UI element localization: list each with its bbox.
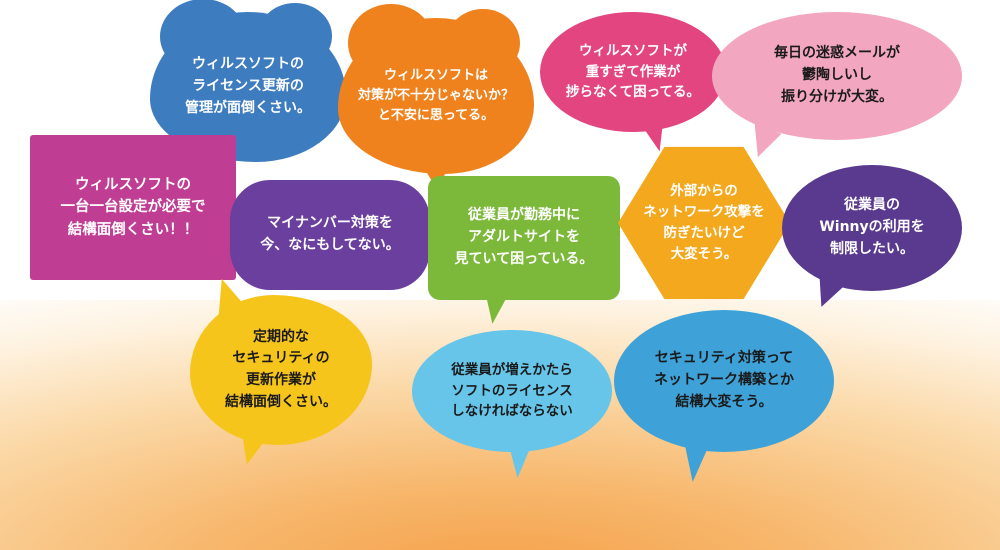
bubble-text: ウィルスソフトの ライセンス更新の 管理が面倒くさい。	[185, 56, 311, 116]
bubble-virus-insufficient-doubt: ウィルスソフトは 対策が不十分じゃないか？ と不安に思ってる。	[338, 3, 534, 174]
bubble-text: 外部からの ネットワーク攻撃を 防ぎたいけど 大変そう。	[643, 183, 765, 262]
bubble-network-build-hard: セキュリティ対策って ネットワーク構築とか 結構大変そう。	[614, 310, 834, 452]
bubble-spam-mail-sorting: 毎日の迷惑メールが 鬱陶しいし 振り分けが大変。	[712, 12, 962, 140]
bubble-adult-site-at-work: 従業員が勤務中に アダルトサイトを 見ていて困っている。	[428, 176, 620, 300]
bubble-text: 従業員の Winnyの利用を 制限したい。	[819, 197, 925, 257]
bubble-text: 従業員が勤務中に アダルトサイトを 見ていて困っている。	[454, 207, 594, 267]
bubble-periodic-security-update: 定期的な セキュリティの 更新作業が 結構面倒くさい。	[190, 295, 372, 445]
bubble-text: ウィルスソフトの 一台一台設定が必要で 結構面倒くさい！！	[60, 176, 206, 238]
bubble-external-network-attack: 外部からの ネットワーク攻撃を 防ぎたいけど 大変そう。	[618, 146, 790, 300]
bubble-mynumber-no-action: マイナンバー対策を 今、なにもしてない。	[230, 180, 430, 290]
bubble-text: 従業員が増えかたら ソフトのライセンス しなければならない	[451, 361, 573, 420]
bubble-text: 定期的な セキュリティの 更新作業が 結構面倒くさい。	[225, 328, 337, 410]
bubble-text: セキュリティ対策って ネットワーク構築とか 結構大変そう。	[654, 350, 794, 410]
bubble-license-when-staff-grows: 従業員が増えかたら ソフトのライセンス しなければならない	[412, 330, 612, 452]
bubble-text: マイナンバー対策を 今、なにもしてない。	[260, 215, 400, 253]
bubble-text: ウィルスソフトは 対策が不十分じゃないか？ と不安に思ってる。	[357, 67, 514, 124]
bubble-virus-too-heavy: ウィルスソフトが 重すぎて作業が 捗らなくて困ってる。	[540, 12, 726, 132]
bubble-text: 毎日の迷惑メールが 鬱陶しいし 振り分けが大変。	[774, 45, 900, 105]
bubble-virus-license-management: ウィルスソフトの ライセンス更新の 管理が面倒くさい。	[150, 0, 346, 162]
bubble-text: ウィルスソフトが 重すぎて作業が 捗らなくて困ってる。	[566, 42, 700, 101]
bubble-per-pc-setup: ウィルスソフトの 一台一台設定が必要で 結構面倒くさい！！	[30, 135, 236, 280]
bubble-restrict-winny: 従業員の Winnyの利用を 制限したい。	[782, 165, 962, 291]
